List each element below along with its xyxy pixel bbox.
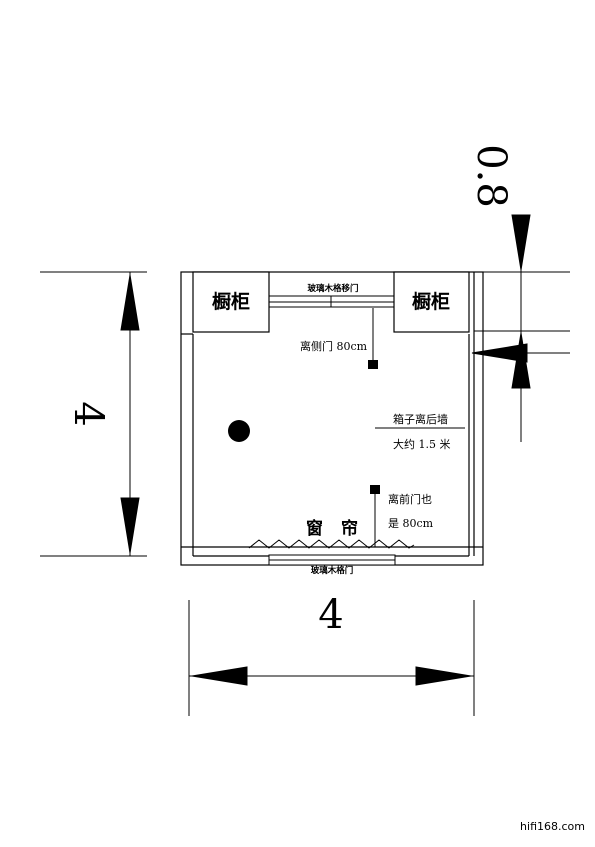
arrow-left-icon (191, 666, 248, 686)
arrow-right-icon (415, 666, 472, 686)
dimension-offset-label: 0.8 (468, 144, 514, 208)
dimension-width-label: 4 (318, 592, 343, 638)
arrow-up-icon (120, 274, 140, 331)
note-back-wall-line2: 大约 1.5 米 (393, 437, 451, 451)
bottom-door-label: 玻璃木格门 (311, 565, 354, 576)
bottom-door (268, 554, 396, 566)
cabinet-right: 橱柜 (393, 271, 470, 333)
speaker-lower (370, 485, 380, 547)
curtain-zigzag (248, 539, 415, 549)
cabinet-right-label: 橱柜 (411, 290, 450, 313)
cabinet-left: 橱柜 (192, 271, 270, 333)
note-back-wall-line1: 箱子离后墙 (393, 412, 448, 426)
arrow-down-icon (511, 214, 531, 271)
dimension-height-label: 4 (65, 401, 111, 426)
top-door-label: 玻璃木格移门 (307, 283, 358, 294)
dimension-width (188, 600, 475, 716)
arrow-left-icon (471, 343, 528, 363)
arrow-down-icon (120, 497, 140, 554)
note-side-door: 离侧门 80cm (300, 339, 368, 353)
dimension-height (40, 271, 147, 557)
listening-position-dot (228, 420, 250, 442)
speaker-upper (368, 308, 378, 369)
note-front-door-line2: 是 80cm (388, 517, 434, 530)
watermark: hifi168.com (520, 820, 585, 833)
cabinet-left-label: 橱柜 (211, 290, 250, 313)
note-front-door-line1: 离前门也 (388, 492, 432, 506)
top-sliding-door (269, 295, 394, 308)
curtain-label: 窗 帘 (306, 518, 364, 539)
dimension-offset (471, 214, 570, 442)
